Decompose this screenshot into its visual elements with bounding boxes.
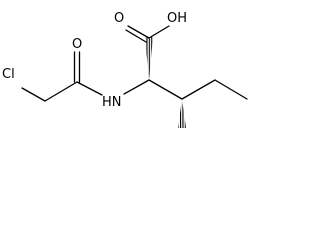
bond-n-alpha [123,79,150,95]
bond-beta-gamma [181,79,216,100]
bond-alpha-beta [148,79,183,100]
bond-cl-ch2 [21,87,46,102]
bond-acid-c-o-1 [127,25,150,39]
hashed-wedge-alpha-carboxyl [145,37,153,80]
bond-carbonyl-n [76,81,103,96]
atom-label-amide-o: O [72,37,82,52]
bond-gamma-delta [214,79,248,100]
bond-ch2-carbonyl [44,81,78,102]
hashed-wedge-beta-methyl [178,99,186,128]
chemical-structure: Cl O HN O OH [2,11,248,128]
atom-label-oh: OH [167,11,187,26]
bond-acid-c-oh [148,25,170,39]
atom-label-cl: Cl [2,67,15,82]
bond-acid-c-o-2 [125,29,147,43]
atom-label-nh: HN [102,95,122,110]
atom-label-acid-o: O [114,11,124,26]
